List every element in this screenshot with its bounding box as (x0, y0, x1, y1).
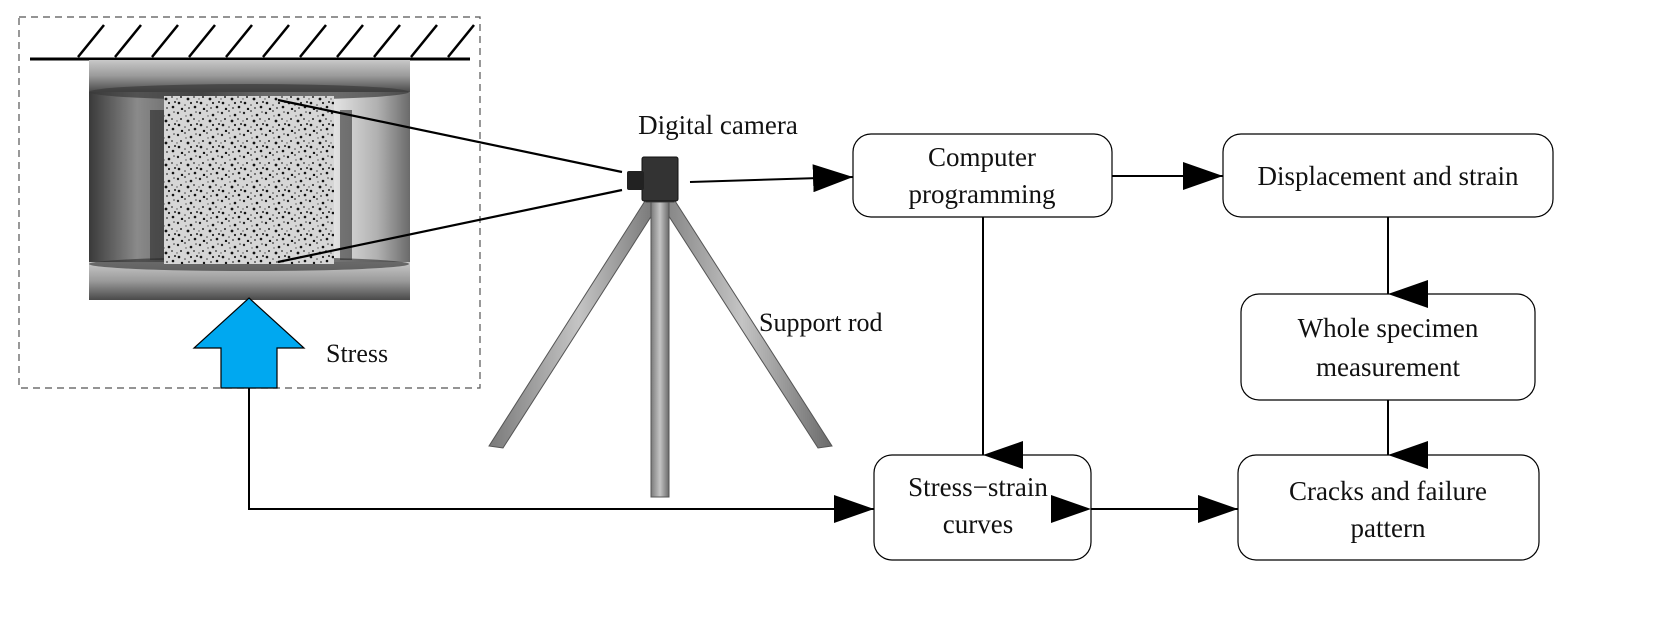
box-stress-strain-line-2: curves (943, 509, 1013, 539)
stress-label: Stress (326, 339, 388, 368)
box-computer-programming: Computer programming (852, 133, 1113, 218)
arrow-stress-to-curves (248, 388, 874, 523)
camera-icon (627, 156, 679, 202)
box-whole-specimen-measurement: Whole specimen measurement (1240, 293, 1536, 401)
box-cracks-and-failure-pattern: Cracks and failure pattern (1237, 454, 1540, 561)
camera-view-line-top (277, 98, 623, 174)
box-computer-programming-line-1: Computer (928, 142, 1036, 172)
box-displacement-and-strain: Displacement and strain (1222, 133, 1554, 218)
box-stress-strain-curves: Stress−strain curves (873, 454, 1092, 561)
arrow-camera-to-computer (689, 164, 854, 193)
tripod (488, 187, 833, 498)
box-computer-programming-line-2: programming (909, 179, 1056, 209)
support-rod-label: Support rod (759, 308, 883, 337)
camera-view-line-bottom (277, 188, 623, 264)
box-cracks-line-1: Cracks and failure (1289, 476, 1487, 506)
stress-arrow (192, 297, 306, 389)
box-whole-specimen-line-2: measurement (1316, 352, 1460, 382)
box-displacement-and-strain-line-1: Displacement and strain (1258, 161, 1519, 191)
digital-camera-label: Digital camera (638, 110, 798, 140)
speckle-specimen (164, 96, 334, 264)
box-cracks-line-2: pattern (1351, 513, 1426, 543)
specimen-photo (89, 60, 410, 300)
fixed-support (30, 24, 475, 61)
box-stress-strain-line-1: Stress−strain (908, 472, 1048, 502)
box-whole-specimen-line-1: Whole specimen (1298, 313, 1479, 343)
